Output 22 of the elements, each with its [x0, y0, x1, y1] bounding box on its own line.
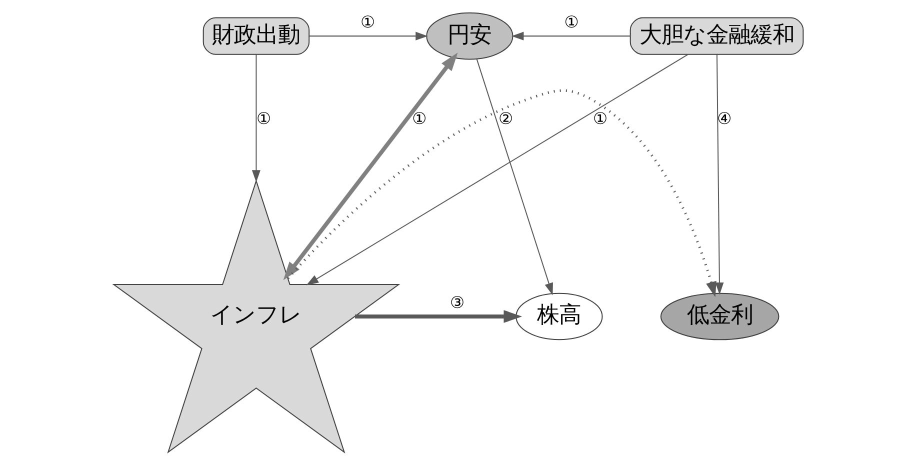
- edge-label: ①: [592, 108, 608, 128]
- edge-label: ①: [412, 108, 426, 128]
- arrow: [714, 54, 724, 294]
- arrow: [306, 54, 688, 285]
- arrow: [476, 58, 552, 295]
- arrow: [251, 54, 260, 182]
- edge-label: ④: [716, 108, 732, 128]
- edge-label: ②: [498, 108, 513, 128]
- arrow: [308, 31, 428, 40]
- node-ellipse: 円安: [426, 12, 513, 60]
- edge-label: ①: [564, 12, 578, 32]
- arrow: [286, 88, 716, 297]
- arrow: [282, 52, 458, 280]
- edge-label: ③: [450, 292, 464, 312]
- edge-label: ①: [256, 108, 271, 128]
- arrow: [354, 310, 522, 322]
- node-ellipse: 株高: [515, 292, 602, 340]
- node-box: 財政出動: [202, 16, 310, 54]
- node-box: 大胆な金融緩和: [629, 16, 804, 54]
- edge-label: ①: [360, 12, 375, 32]
- node-ellipse: 低金利: [660, 292, 779, 340]
- arrow: [511, 31, 630, 40]
